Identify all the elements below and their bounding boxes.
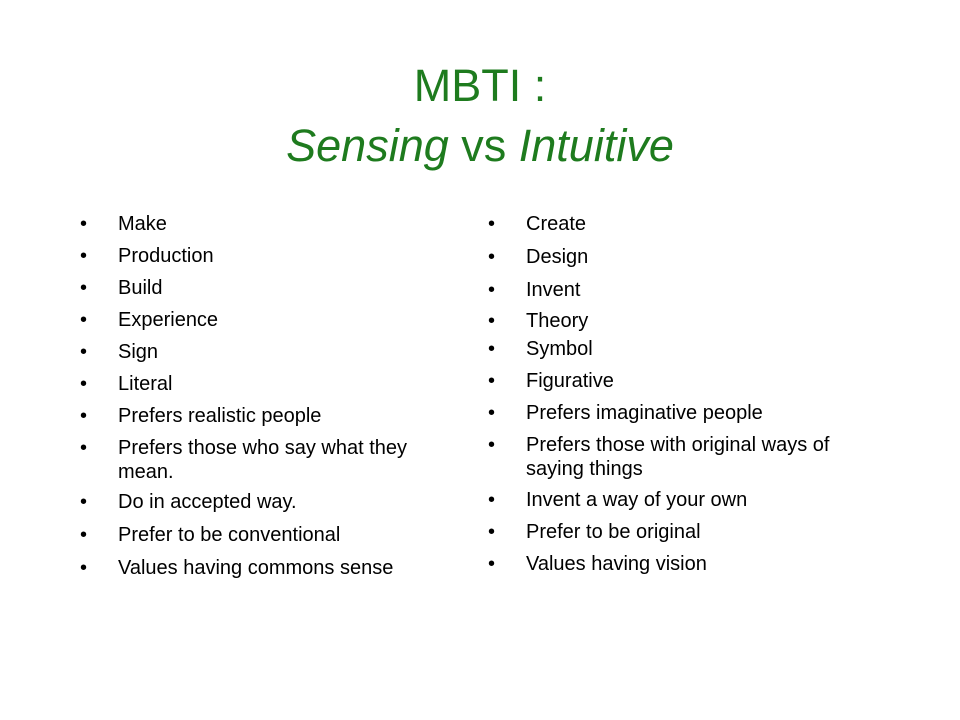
list-item: •Values having vision [488,553,707,575]
bullet: • [488,213,496,235]
bullet: • [80,309,88,331]
list-item: •Make [80,213,167,235]
list-item: •Sign [80,341,159,363]
list-item: •Create [488,213,587,235]
list-item: •Experience [80,309,219,331]
list-item: •Figurative [488,370,614,392]
list-item: •Prefers imaginative people [488,402,763,424]
bullet: • [488,553,496,575]
bullet: • [488,370,496,392]
bullet: • [80,245,88,267]
bullet: • [80,277,88,299]
bullet: • [488,310,496,332]
list-item: •Production [80,245,214,267]
bullet: • [80,437,88,459]
list-item: •Values having commons sense [80,557,394,579]
bullet: • [488,402,496,424]
bullet: • [80,405,88,427]
title-connector: vs [448,120,519,171]
bullet: • [488,338,496,360]
list-item: •Prefer to be original [488,521,701,543]
bullet: • [488,279,496,301]
bullet: • [80,341,88,363]
slide-title: MBTI : Sensing vs Intuitive [0,56,960,176]
bullet: • [488,521,496,543]
list-item: •Theory [488,310,589,332]
bullet: • [488,434,496,456]
title-left-term: Sensing [286,120,449,171]
bullet: • [80,491,88,513]
bullet: • [488,489,496,511]
list-item: •Invent [488,279,581,301]
title-right-term: Intuitive [518,120,674,171]
list-item: •Prefer to be conventional [80,524,341,546]
title-prefix: MBTI : [413,60,547,111]
list-item: •Prefers those with original ways of say… [488,434,830,480]
bullet: • [80,213,88,235]
bullet: • [488,246,496,268]
list-item: •Build [80,277,163,299]
list-item: •Design [488,246,589,268]
list-item: •Prefers realistic people [80,405,322,427]
bullet: • [80,524,88,546]
bullet: • [80,557,88,579]
list-item: •Do in accepted way. [80,491,297,513]
title-subtitle: Sensing vs Intuitive [0,116,960,176]
list-item: •Literal [80,373,173,395]
bullet: • [80,373,88,395]
list-item: •Prefers those who say what they mean. [80,437,408,483]
list-item: •Invent a way of your own [488,489,748,511]
list-item: •Symbol [488,338,593,360]
